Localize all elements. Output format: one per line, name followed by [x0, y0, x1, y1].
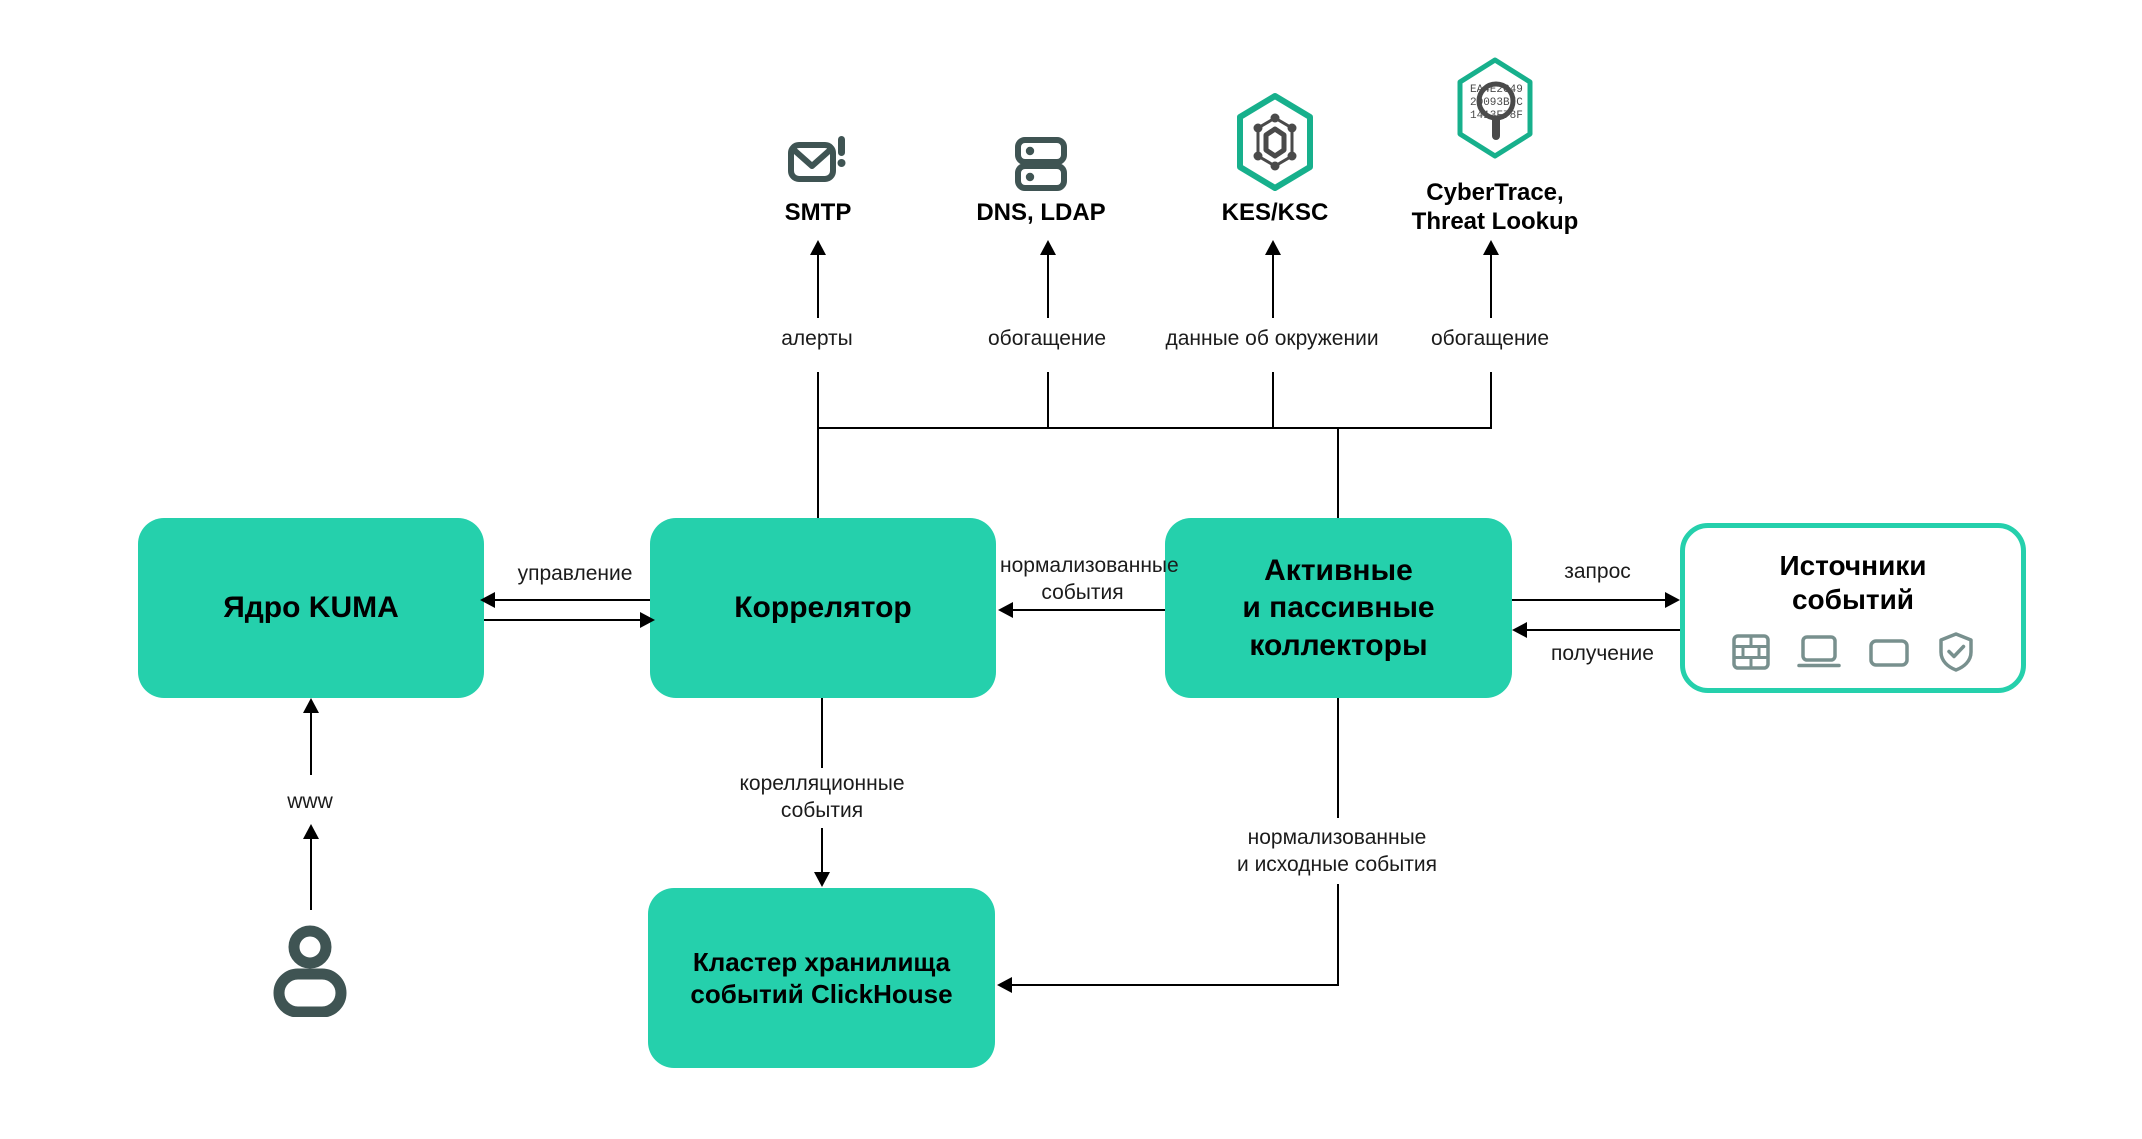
dns-ldap-icon-wrap: [921, 100, 1161, 192]
edge-label-enrichment-dns: обогащение: [988, 327, 1106, 350]
kes-ksc-arrowhead: [1265, 240, 1281, 255]
person-icon: [273, 925, 347, 1018]
kaspersky-hexagon-icon: [1237, 93, 1313, 191]
dns-ldap-arrow-stem: [1047, 252, 1049, 318]
cybertrace-arrow-stem: [1490, 252, 1492, 318]
request-arrow-head: [1665, 592, 1680, 608]
person-icon-wrap: [265, 925, 355, 1022]
correlation-events-arrowhead: [814, 872, 830, 887]
edge-label-request: запрос: [1564, 560, 1631, 583]
firewall-icon: [1732, 633, 1770, 670]
kes-ksc-arrow-stem: [1272, 252, 1274, 318]
node-kuma-core-label: Ядро KUMA: [223, 591, 399, 625]
dns-ldap-service-label: DNS, LDAP: [976, 199, 1106, 226]
smtp-arrowhead: [810, 240, 826, 255]
envelope-alert-icon: [788, 136, 846, 182]
event-source-icon-row: [1731, 631, 1975, 673]
shield-check-icon: [1939, 631, 1973, 672]
node-collectors[interactable]: Активные и пассивные коллекторы: [1165, 518, 1512, 698]
raw-events-arrowhead: [997, 977, 1012, 993]
edge-label-enrichment-ct: обогащение: [1431, 327, 1549, 350]
management-arrow-left-stem: [491, 599, 650, 601]
receive-arrow-head: [1512, 622, 1527, 638]
normalized-events-arrow-head: [998, 602, 1013, 618]
request-arrow-stem: [1512, 599, 1668, 601]
edge-label-www: www: [287, 790, 333, 813]
edge-label-normalized-events: нормализованные события: [1000, 554, 1179, 605]
cybertrace-icon-wrap: EA4E2C49 2D093B7C 1413F78F: [1375, 50, 1615, 160]
smtp-arrow-stem: [817, 252, 819, 318]
edge-label-environment-data: данные об окружении: [1165, 327, 1379, 350]
raw-events-stem-bottom: [1337, 884, 1339, 986]
kes-ksc-icon-wrap: [1155, 82, 1395, 192]
correlation-events-stem-top: [821, 698, 823, 768]
management-arrow-right-head: [640, 612, 655, 628]
node-event-sources[interactable]: Источники событий: [1680, 523, 2026, 693]
www-lower-stem: [310, 836, 312, 910]
node-kuma-core[interactable]: Ядро KUMA: [138, 518, 484, 698]
monitor-icon: [1869, 638, 1909, 667]
laptop-icon: [1797, 634, 1841, 667]
node-clickhouse-label: Кластер хранилища событий ClickHouse: [690, 946, 953, 1010]
receive-arrow-stem: [1524, 629, 1680, 631]
smtp-bus-drop: [817, 372, 819, 518]
threat-lookup-hexagon-icon: EA4E2C49 2D093B7C 1413F78F: [1457, 57, 1533, 159]
node-clickhouse-cluster[interactable]: Кластер хранилища событий ClickHouse: [648, 888, 995, 1068]
raw-events-elbow-horizontal: [1010, 984, 1339, 986]
raw-events-stem-top: [1337, 698, 1339, 818]
dns-ldap-bus-drop: [1047, 372, 1049, 428]
edge-label-raw-events: нормализованные и исходные события: [1237, 826, 1437, 877]
smtp-service-label: SMTP: [784, 199, 852, 226]
dns-ldap-arrowhead: [1040, 240, 1056, 255]
cybertrace-bus-drop: [1490, 372, 1492, 428]
server-rack-icon: [1015, 137, 1067, 191]
cybertrace-service-label: CyberTrace, Threat Lookup: [1411, 179, 1579, 236]
edge-label-alerts: алерты: [781, 327, 853, 350]
kes-ksc-service-label: KES/KSC: [1221, 199, 1329, 226]
correlation-events-stem-bottom: [821, 828, 823, 874]
node-collectors-label: Активные и пассивные коллекторы: [1242, 553, 1435, 662]
edge-label-management: управление: [517, 562, 633, 585]
cybertrace-arrowhead: [1483, 240, 1499, 255]
www-upper-arrowhead: [303, 698, 319, 713]
enrichment-bus-line: [817, 427, 1492, 429]
management-arrow-left-head: [480, 592, 495, 608]
www-upper-stem: [310, 710, 312, 775]
node-correlator[interactable]: Коррелятор: [650, 518, 996, 698]
kes-ksc-bus-drop: [1272, 372, 1274, 428]
edge-label-correlation-events: корелляционные события: [739, 772, 905, 823]
normalized-events-arrow-stem: [1010, 609, 1165, 611]
edge-label-receive: получение: [1551, 642, 1654, 665]
management-arrow-right-stem: [484, 619, 643, 621]
www-lower-arrowhead: [303, 824, 319, 839]
smtp-icon-wrap: [698, 100, 938, 192]
collectors-bus-drop: [1337, 427, 1339, 519]
node-event-sources-label: Источники событий: [1779, 550, 1927, 615]
node-correlator-label: Коррелятор: [734, 591, 912, 625]
